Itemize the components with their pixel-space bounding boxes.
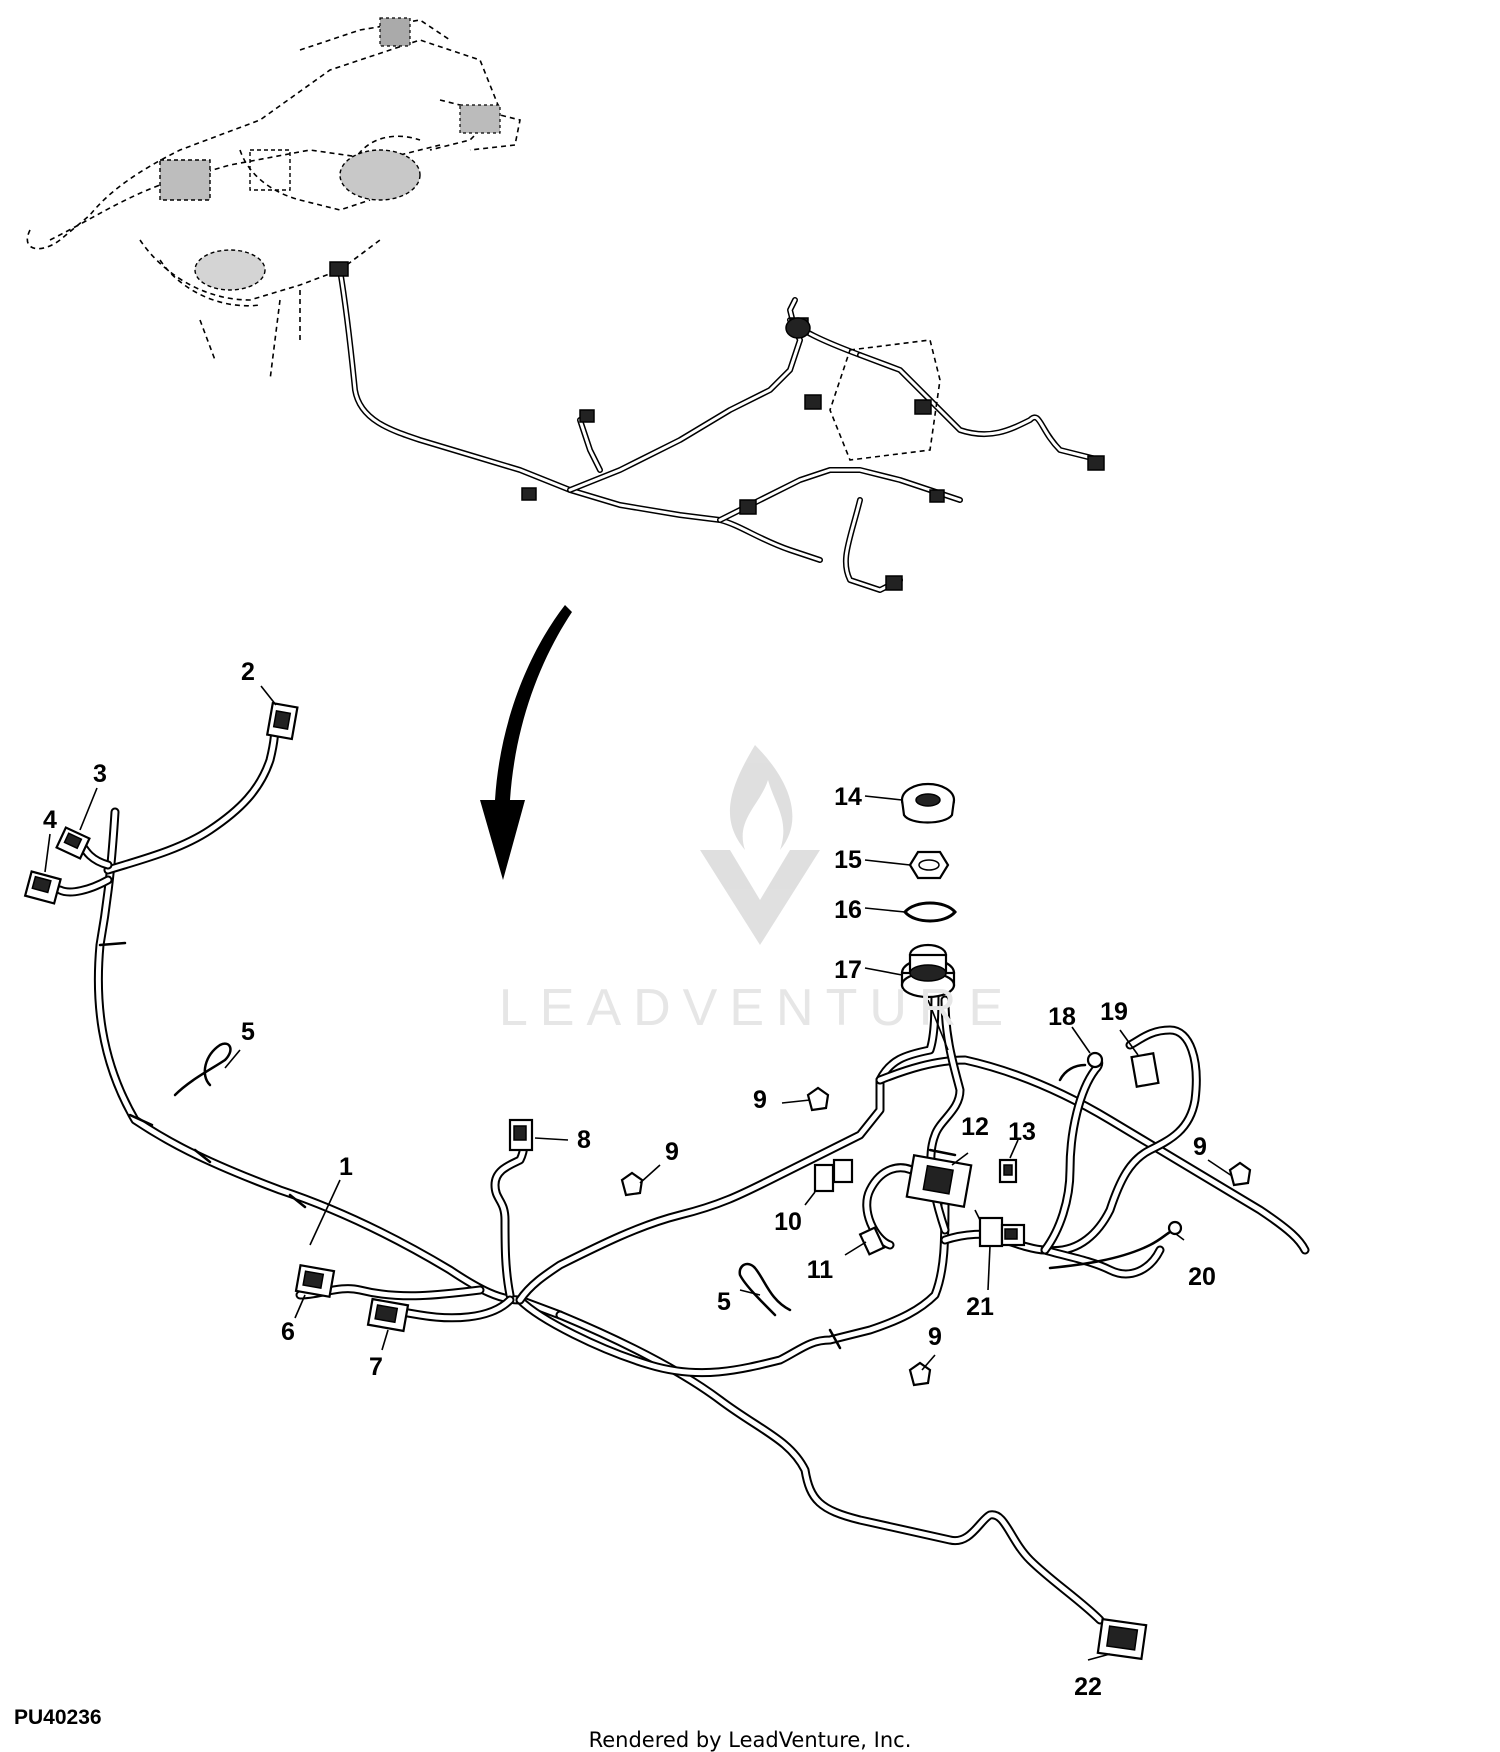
callout-16: 16 (834, 896, 862, 924)
connector-4 (23, 870, 62, 905)
fuse-holder-21 (978, 1216, 1026, 1248)
nut-15 (908, 850, 950, 880)
callout-7: 7 (369, 1353, 383, 1381)
callout-1: 1 (339, 1153, 353, 1181)
callout-20: 20 (1188, 1263, 1216, 1291)
connector-6 (294, 1263, 336, 1299)
connector-7 (366, 1297, 410, 1333)
connector-19 (1130, 1052, 1160, 1088)
ring-terminal-18 (1058, 1051, 1104, 1082)
machine-frame-outline (26, 17, 521, 381)
view-arrow (480, 605, 572, 880)
callout-10: 10 (774, 1208, 802, 1236)
callout-17: 17 (834, 956, 862, 984)
harness-overview (329, 261, 1105, 593)
callout-4: 4 (43, 806, 57, 834)
callout-15: 15 (834, 846, 862, 874)
callout-3: 3 (93, 760, 107, 788)
callout-2: 2 (241, 658, 255, 686)
connector-13 (998, 1158, 1018, 1184)
connector-8 (508, 1118, 534, 1152)
callout-9b: 9 (665, 1138, 679, 1166)
callout-5b: 5 (717, 1288, 731, 1316)
callout-9d: 9 (928, 1323, 942, 1351)
ring-terminal-20 (1048, 1220, 1183, 1270)
callout-labels: 1 2 3 4 5 5 6 7 8 9 9 9 9 10 11 12 13 14… (43, 658, 1216, 1701)
callout-5: 5 (241, 1018, 255, 1046)
connector-10 (813, 1158, 854, 1193)
figure-id: PU40236 (14, 1706, 102, 1729)
callout-18: 18 (1048, 1003, 1076, 1031)
callout-11: 11 (807, 1256, 834, 1284)
cable-tie-5 (173, 1042, 232, 1097)
connector-2 (265, 701, 299, 741)
callout-12: 12 (961, 1113, 989, 1141)
connector-22 (1096, 1617, 1148, 1661)
watermark-logo (700, 745, 820, 945)
bulkhead-connector-17 (900, 943, 956, 999)
callout-19: 19 (1100, 998, 1128, 1026)
callout-21: 21 (966, 1293, 994, 1321)
connector-12 (905, 1154, 973, 1208)
connector-3 (55, 826, 91, 860)
render-credit: Rendered by LeadVenture, Inc. (588, 1728, 912, 1752)
callout-14: 14 (834, 783, 862, 811)
plug-9 (620, 1086, 1252, 1387)
callout-9c: 9 (1193, 1133, 1207, 1161)
oring-16 (903, 901, 957, 923)
grommet-14 (900, 782, 956, 824)
callout-9a: 9 (753, 1086, 767, 1114)
leader-lines (44, 685, 1233, 1661)
callout-13: 13 (1008, 1118, 1036, 1146)
main-harness (55, 715, 1310, 1625)
cable-tie-5b (738, 1262, 792, 1317)
callout-22: 22 (1074, 1673, 1102, 1701)
callout-6: 6 (281, 1318, 295, 1346)
callout-8: 8 (577, 1126, 591, 1154)
watermark-text: LEADVENTURE (498, 979, 1016, 1037)
connector-11 (858, 1226, 886, 1256)
